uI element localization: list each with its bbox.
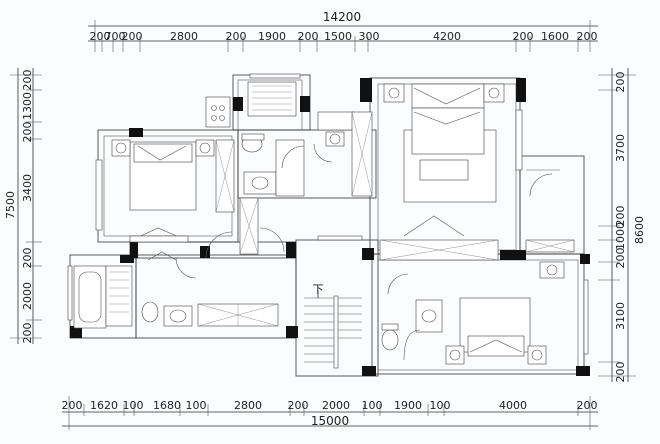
bath-2-furniture	[73, 251, 279, 329]
right-seg-1: 200	[614, 72, 627, 93]
left-seg-6: 2000	[21, 282, 34, 310]
bedroom-3-furniture	[381, 297, 547, 365]
top-dimension: 14200 200 700 200 2800 200 1900 200 1500…	[88, 10, 598, 52]
right-seg-2: 3700	[614, 134, 627, 162]
windows	[67, 73, 589, 355]
left-dimension: 7500 200 1300 200 3400 200 2000 200	[4, 68, 42, 344]
top-seg-10: 4200	[433, 30, 461, 43]
bedroom-2-furniture	[379, 83, 505, 261]
balcony-furniture	[525, 169, 575, 279]
bottom-seg-4: 1680	[153, 399, 181, 412]
left-seg-3: 200	[21, 122, 34, 143]
top-seg-13: 200	[577, 30, 598, 43]
bath-1-furniture	[205, 81, 305, 197]
bottom-dimension: 200 1620 100 1680 100 2800 200 2000 100 …	[62, 396, 598, 430]
bottom-total-label: 15000	[311, 414, 349, 428]
top-seg-9: 300	[359, 30, 380, 43]
wall-columns	[70, 78, 590, 376]
bottom-seg-2: 1620	[90, 399, 118, 412]
bottom-seg-10: 1900	[394, 399, 422, 412]
right-seg-4: 1000	[614, 222, 627, 250]
left-seg-1: 200	[21, 70, 34, 91]
left-seg-7: 200	[21, 323, 34, 344]
study-furniture	[239, 111, 373, 255]
bottom-seg-11: 100	[430, 399, 451, 412]
top-seg-3: 200	[122, 30, 143, 43]
staircase: 下	[304, 283, 362, 369]
top-seg-12: 1600	[541, 30, 569, 43]
right-seg-3: 200	[614, 206, 627, 227]
right-dimension: 200 3700 200 1000 200 3100 200 8600	[598, 68, 646, 383]
bottom-seg-12: 4000	[499, 399, 527, 412]
top-seg-7: 200	[298, 30, 319, 43]
right-seg-7: 200	[614, 362, 627, 383]
right-seg-6: 3100	[614, 302, 627, 330]
top-seg-4: 2800	[170, 30, 198, 43]
stair-down-label: 下	[313, 283, 324, 296]
bottom-seg-6: 2800	[234, 399, 262, 412]
top-seg-6: 1900	[258, 30, 286, 43]
left-seg-5: 200	[21, 248, 34, 269]
top-seg-5: 200	[226, 30, 247, 43]
doors	[175, 143, 553, 295]
top-seg-8: 1500	[324, 30, 352, 43]
bottom-seg-3: 100	[123, 399, 144, 412]
bottom-seg-8: 2000	[322, 399, 350, 412]
bottom-seg-5: 100	[186, 399, 207, 412]
bottom-seg-9: 100	[362, 399, 383, 412]
top-seg-2: 700	[105, 30, 126, 43]
bedroom-1-furniture	[111, 139, 235, 243]
right-seg-5: 200	[614, 248, 627, 269]
top-seg-11: 200	[513, 30, 534, 43]
bottom-seg-7: 200	[288, 399, 309, 412]
bottom-seg-13: 200	[577, 399, 598, 412]
top-seg-1: 200	[90, 30, 111, 43]
left-total-label: 7500	[4, 191, 17, 219]
top-total-label: 14200	[323, 10, 361, 24]
right-total-label: 8600	[633, 216, 646, 244]
left-seg-2: 1300	[21, 92, 34, 120]
left-seg-4: 3400	[21, 174, 34, 202]
bottom-seg-1: 200	[62, 399, 83, 412]
